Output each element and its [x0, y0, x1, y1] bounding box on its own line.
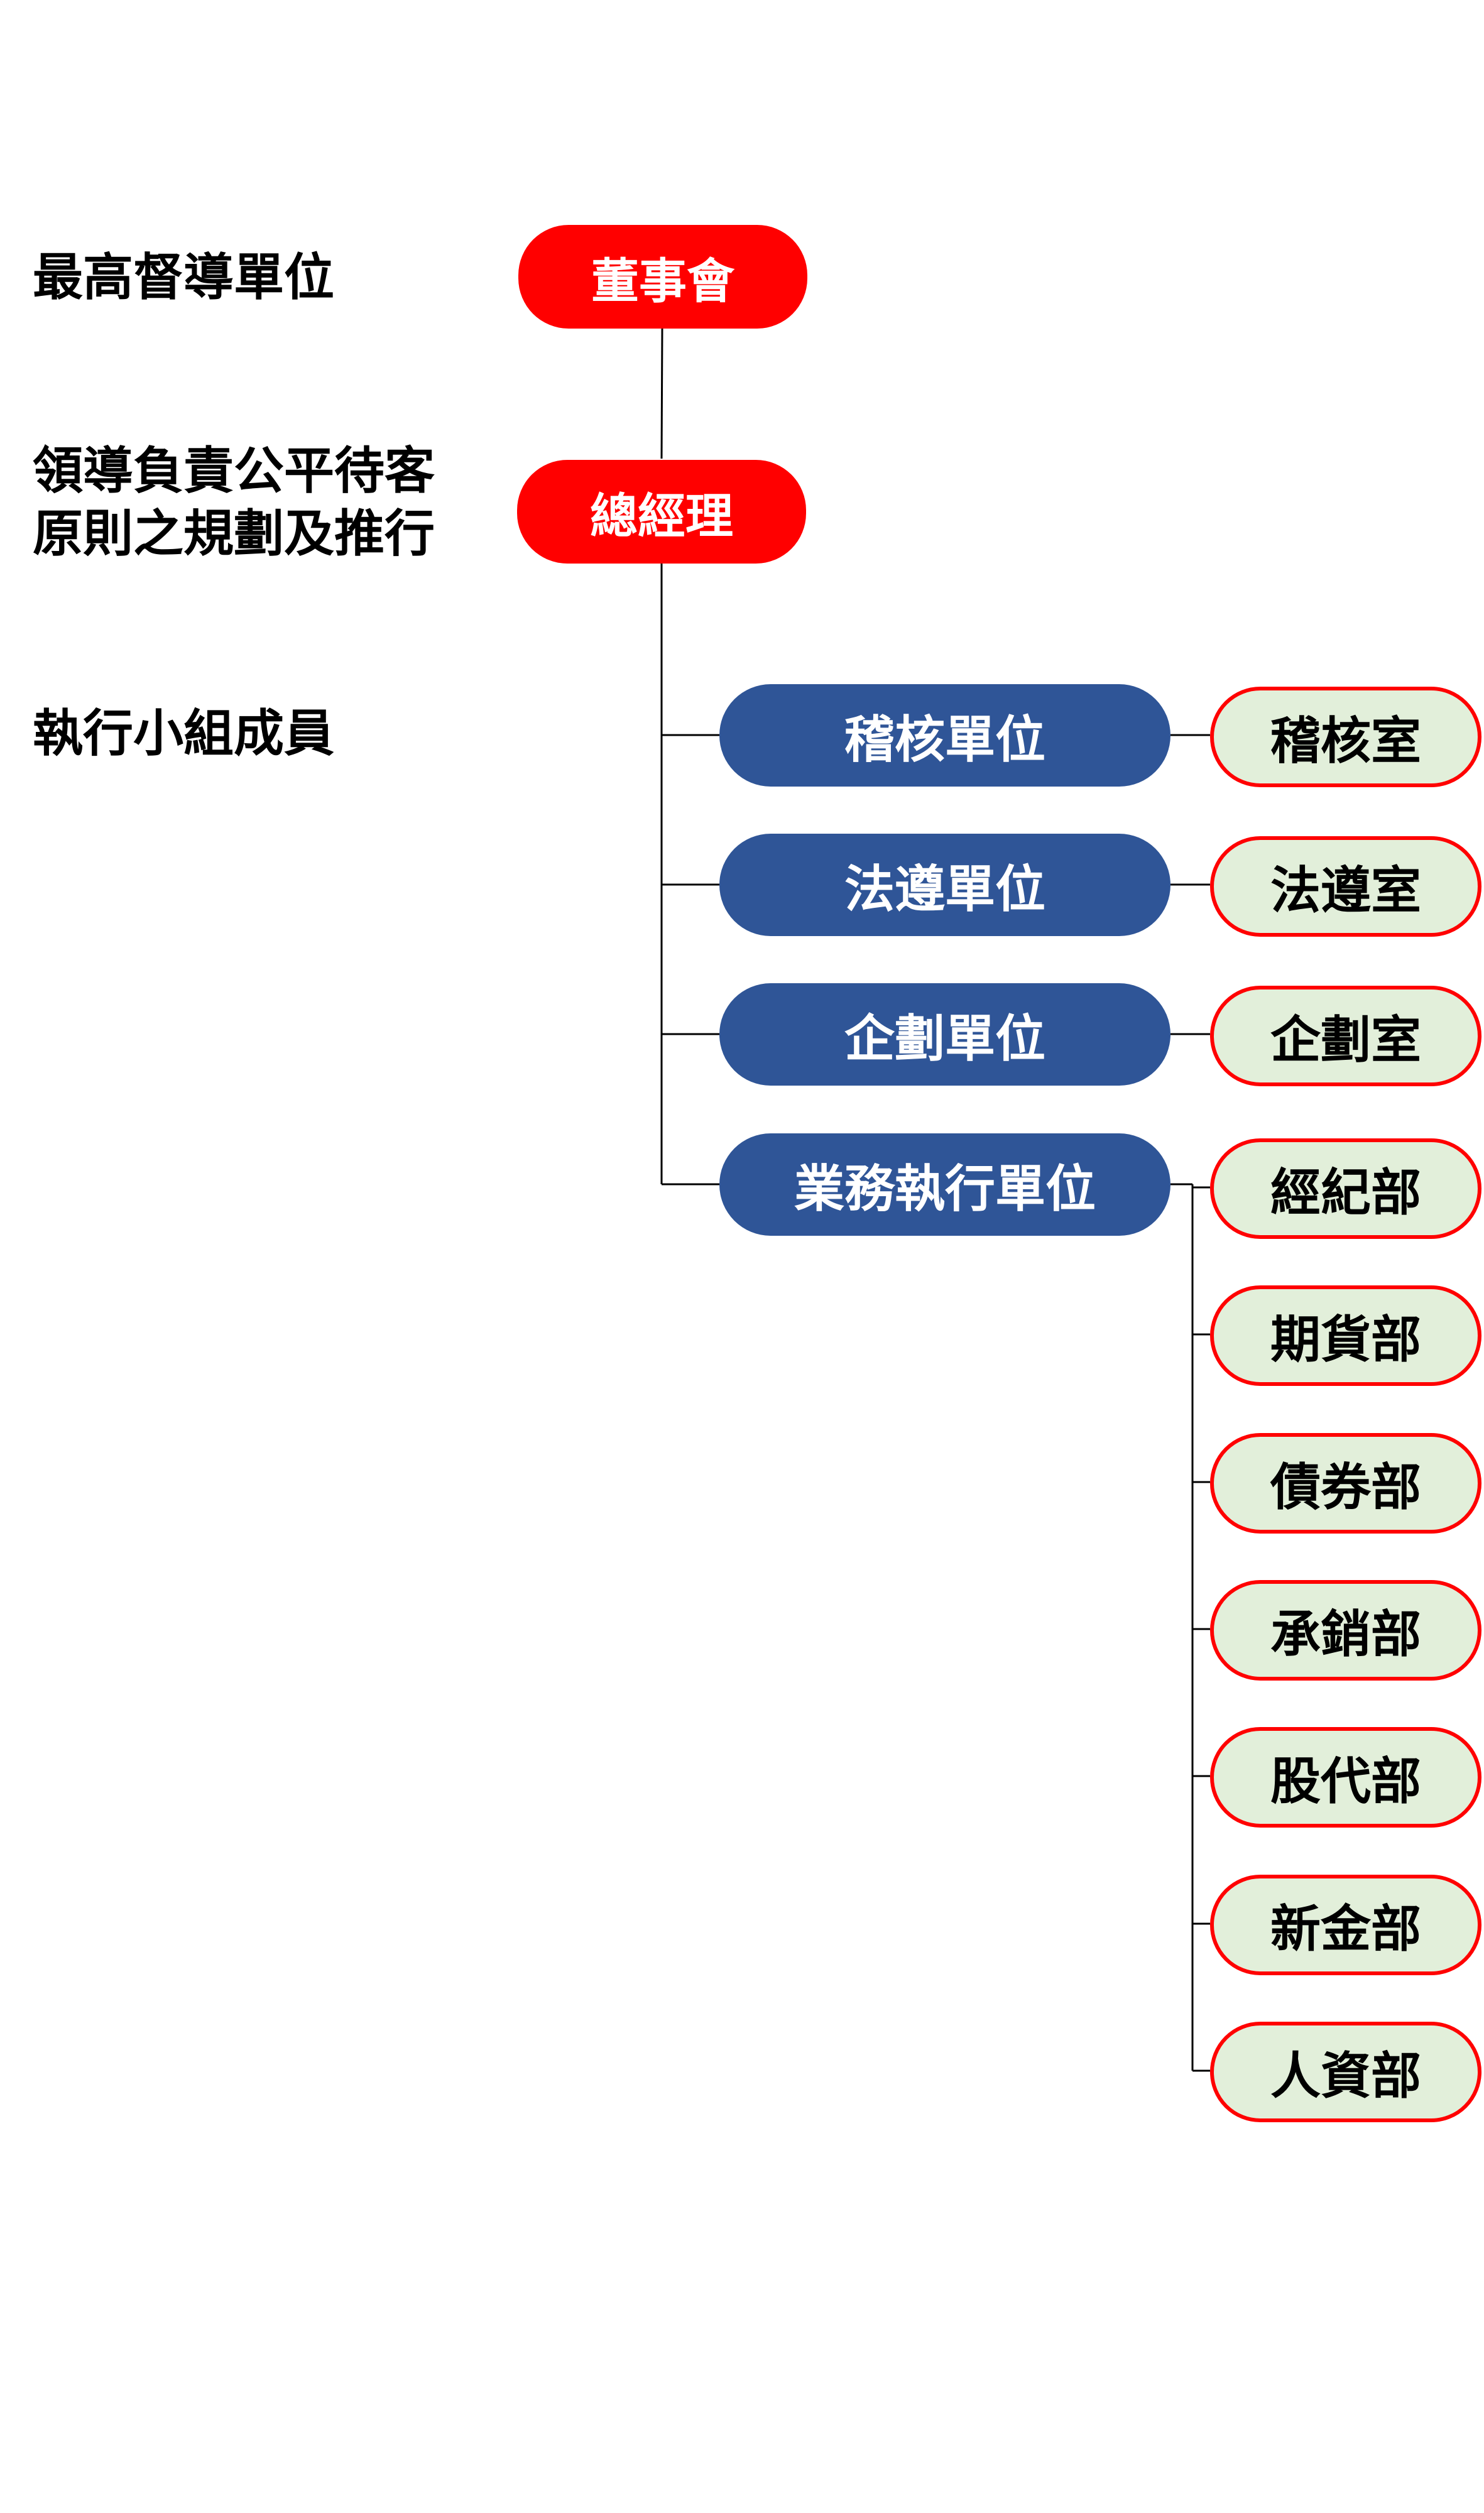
level-label-leadership-line1: 領導負責公平待客 [33, 442, 435, 500]
dept-node-futures: 期貨部 [1210, 1285, 1481, 1386]
unit-node-compliance: 法遵單位 [719, 834, 1170, 936]
level-label-leadership-line2: 原則之規劃及推行 [33, 504, 435, 563]
board-node: 董事會 [518, 225, 807, 329]
dept-node-brokerage: 經紀部 [1210, 1138, 1481, 1239]
dept-node-underwriting: 承銷部 [1210, 1580, 1481, 1681]
unit-node-audit: 稽核單位 [719, 684, 1170, 787]
dept-node-bonds: 債券部 [1210, 1433, 1481, 1534]
general-manager-node: 總經理 [517, 460, 806, 564]
unit-node-business: 業務執行單位 [719, 1133, 1170, 1236]
dept-node-planning-office: 企劃室 [1210, 986, 1481, 1086]
dept-node-audit-office: 稽核室 [1210, 687, 1481, 787]
dept-node-new-finance: 新金部 [1210, 1875, 1481, 1975]
level-label-supervision: 最高督導單位 [33, 248, 334, 307]
dept-node-stock-affairs: 股代部 [1210, 1727, 1481, 1828]
dept-node-hr: 人資部 [1210, 2022, 1481, 2122]
dept-node-compliance-office: 法遵室 [1210, 836, 1481, 937]
level-label-execution: 執行小組成員 [33, 704, 334, 763]
unit-node-planning: 企劃單位 [719, 983, 1170, 1086]
